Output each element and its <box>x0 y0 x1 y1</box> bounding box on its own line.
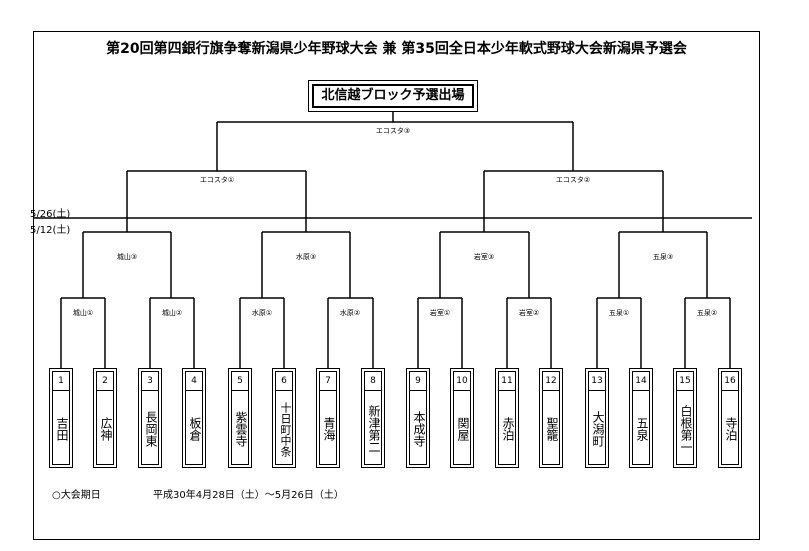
team-number: 8 <box>365 372 381 391</box>
team-slot-6: 6 十日町中条 <box>272 368 296 468</box>
team-slot-10: 10 関屋 <box>450 368 474 468</box>
venue-semi-right: エコスタ② <box>556 175 590 184</box>
venue-r1-5: 岩室① <box>430 308 450 317</box>
venue-qf-3: 岩室③ <box>474 252 494 261</box>
team-slot-13: 13 大潟町 <box>585 368 609 468</box>
team-slot-15: 15 白根第一 <box>673 368 697 468</box>
date-upper: 5/26(土) <box>30 209 71 220</box>
team-slot-12: 12 聖籠 <box>539 368 563 468</box>
venue-r1-4: 水原② <box>340 308 360 317</box>
team-name: 白根第一 <box>679 405 693 453</box>
team-name: 板倉 <box>188 417 202 441</box>
venue-r1-6: 岩室② <box>519 308 539 317</box>
team-number: 9 <box>410 372 426 391</box>
team-name: 吉田 <box>55 417 69 441</box>
team-slot-3: 3 長岡東 <box>138 368 162 468</box>
team-number: 4 <box>186 372 202 391</box>
team-name: 広神 <box>99 417 113 441</box>
event-period-label: ○大会期日 <box>52 490 101 501</box>
team-number: 15 <box>677 372 693 391</box>
team-number: 1 <box>53 372 69 391</box>
team-number: 14 <box>633 372 649 391</box>
venue-r1-7: 五泉① <box>609 308 629 317</box>
venue-r1-1: 城山① <box>73 308 93 317</box>
venue-qf-4: 五泉③ <box>653 252 673 261</box>
team-slot-2: 2 広神 <box>93 368 117 468</box>
team-number: 10 <box>454 372 470 391</box>
team-slot-16: 16 寺泊 <box>718 368 742 468</box>
team-name: 寺泊 <box>724 417 738 441</box>
team-name: 新津第二 <box>367 405 381 453</box>
page-title: 第20回第四銀行旗争奪新潟県少年野球大会 兼 第35回全日本少年軟式野球大会新潟… <box>106 41 687 57</box>
team-slot-14: 14 五泉 <box>629 368 653 468</box>
venue-semi-left: エコスタ① <box>200 175 234 184</box>
team-slot-7: 7 青海 <box>316 368 340 468</box>
team-name: 本成寺 <box>412 411 426 447</box>
team-name: 大潟町 <box>591 411 605 447</box>
team-slot-11: 11 赤泊 <box>495 368 519 468</box>
venue-qf-2: 水原③ <box>296 252 316 261</box>
team-number: 7 <box>320 372 336 391</box>
team-number: 12 <box>543 372 559 391</box>
champion-box: 北信越ブロック予選出場 <box>312 84 474 108</box>
venue-r1-8: 五泉② <box>697 308 717 317</box>
team-number: 13 <box>589 372 605 391</box>
team-slot-9: 9 本成寺 <box>406 368 430 468</box>
venue-final: エコスタ③ <box>376 126 410 135</box>
team-number: 2 <box>97 372 113 391</box>
team-name: 青海 <box>322 417 336 441</box>
team-number: 3 <box>142 372 158 391</box>
qf-lines <box>82 231 708 298</box>
team-name: 長岡東 <box>144 411 158 447</box>
r1-lines <box>60 297 731 368</box>
team-name: 紫雲寺 <box>234 411 248 447</box>
event-period-value: 平成30年4月28日（土）～5月26日（土） <box>153 490 344 501</box>
venue-r1-2: 城山② <box>162 308 182 317</box>
team-number: 5 <box>232 372 248 391</box>
team-slot-5: 5 紫雲寺 <box>228 368 252 468</box>
team-name: 聖籠 <box>545 417 559 441</box>
team-slot-4: 4 板倉 <box>182 368 206 468</box>
team-slot-8: 8 新津第二 <box>361 368 385 468</box>
team-name: 五泉 <box>635 417 649 441</box>
team-name: 赤泊 <box>501 417 515 441</box>
team-name: 関屋 <box>456 417 470 441</box>
date-lower: 5/12(土) <box>30 225 71 236</box>
venue-qf-1: 城山③ <box>117 252 137 261</box>
team-number: 6 <box>276 372 292 391</box>
champion-box-outer <box>308 80 478 112</box>
team-slot-1: 1 吉田 <box>49 368 73 468</box>
team-number: 16 <box>722 372 738 391</box>
outer-frame <box>33 31 760 540</box>
team-number: 11 <box>499 372 515 391</box>
team-name: 十日町中条 <box>279 401 292 457</box>
venue-r1-3: 水原① <box>252 308 272 317</box>
